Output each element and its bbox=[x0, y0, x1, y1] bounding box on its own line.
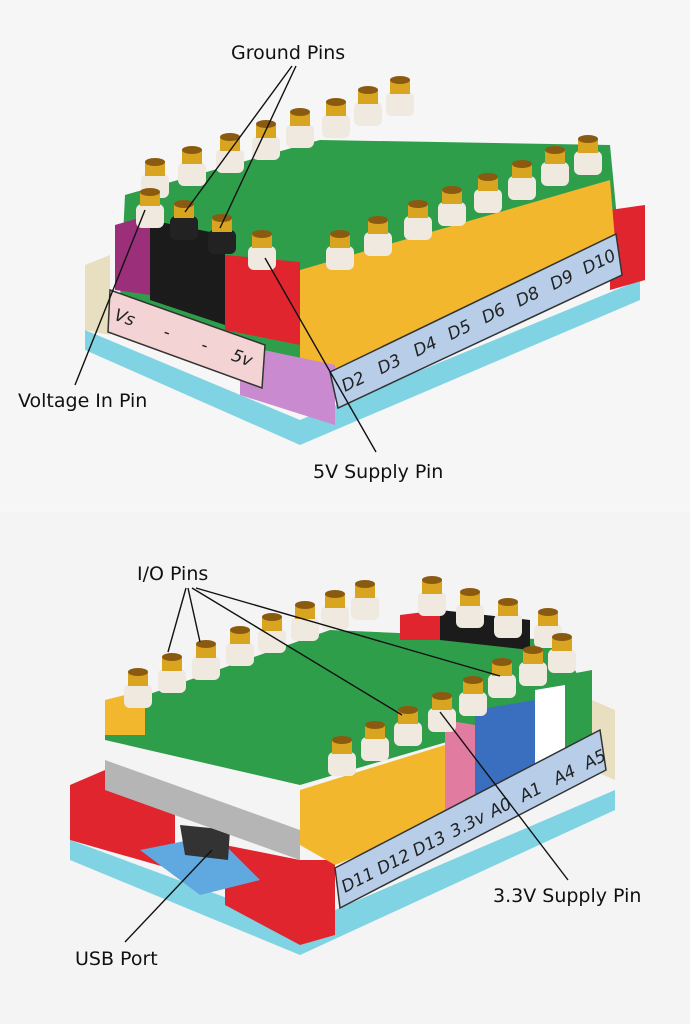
pin-header bbox=[494, 598, 522, 638]
pin-label-strip bbox=[334, 728, 607, 910]
black-ground-blocks bbox=[150, 220, 225, 325]
pin-header bbox=[136, 188, 164, 228]
pin-header bbox=[226, 626, 254, 666]
usb-port-leader bbox=[124, 849, 213, 943]
pin-header bbox=[328, 736, 356, 776]
pin-header bbox=[548, 633, 576, 673]
red-5v-block bbox=[225, 255, 300, 345]
usb-port bbox=[180, 825, 230, 860]
pin-header bbox=[456, 588, 484, 628]
pin-header bbox=[519, 646, 547, 686]
io-pins-label: I/O Pins bbox=[137, 563, 208, 585]
pin-header bbox=[574, 135, 602, 175]
pin-header bbox=[208, 214, 236, 254]
digital-label-strip bbox=[329, 232, 623, 410]
pin-header bbox=[291, 601, 319, 641]
5v-supply-pin-label: 5V Supply Pin bbox=[313, 461, 443, 483]
pin-header bbox=[508, 160, 536, 200]
pin-header bbox=[258, 613, 286, 653]
pink-3v3-block bbox=[445, 720, 475, 815]
3v3-supply-pin-label: 3.3V Supply Pin bbox=[493, 885, 641, 907]
base-plate-cyan bbox=[85, 280, 640, 445]
yellow-pin-blocks bbox=[300, 180, 615, 380]
pin-header bbox=[192, 640, 220, 680]
pin-header bbox=[364, 216, 392, 256]
power-label-strip bbox=[107, 288, 266, 390]
pin-header bbox=[459, 676, 487, 716]
pin-header bbox=[361, 721, 389, 761]
pin-header bbox=[418, 576, 446, 616]
pin-header bbox=[216, 133, 244, 173]
pin-header bbox=[178, 146, 206, 186]
io-pins-leader bbox=[167, 587, 501, 716]
pin-header bbox=[286, 108, 314, 148]
ground-pins-leader bbox=[184, 65, 297, 229]
red-brick-right bbox=[225, 845, 335, 945]
grey-layer bbox=[105, 760, 300, 860]
pin-header bbox=[386, 76, 414, 116]
pin-header bbox=[354, 86, 382, 126]
bottom-green-plate bbox=[105, 630, 590, 785]
pin-header bbox=[438, 186, 466, 226]
yellow-blocks bbox=[300, 745, 445, 865]
bottom-pin-headers bbox=[124, 576, 576, 776]
top-pin-headers bbox=[136, 76, 602, 270]
5v-supply-leader bbox=[264, 257, 377, 453]
usb-port-label: USB Port bbox=[75, 948, 158, 970]
pin-header bbox=[321, 590, 349, 630]
pin-header bbox=[404, 200, 432, 240]
pin-header bbox=[248, 230, 276, 270]
pin-header bbox=[351, 580, 379, 620]
pin-header bbox=[474, 173, 502, 213]
base-plate-cyan bbox=[70, 790, 615, 955]
pin-header bbox=[326, 230, 354, 270]
pin-header bbox=[488, 658, 516, 698]
pin-header bbox=[252, 120, 280, 160]
pin-header bbox=[394, 706, 422, 746]
pin-header bbox=[428, 692, 456, 732]
ground-pins-label: Ground Pins bbox=[231, 42, 345, 64]
pin-header bbox=[322, 98, 350, 138]
pin-header bbox=[170, 200, 198, 240]
pin-header bbox=[541, 146, 569, 186]
blue-brick bbox=[140, 835, 260, 895]
voltage-in-pin-label: Voltage In Pin bbox=[18, 390, 147, 412]
3v3-supply-leader bbox=[439, 711, 569, 881]
pin-header bbox=[158, 653, 186, 693]
bottom-board bbox=[70, 610, 615, 955]
pin-header bbox=[124, 668, 152, 708]
voltage-in-leader bbox=[74, 209, 146, 386]
